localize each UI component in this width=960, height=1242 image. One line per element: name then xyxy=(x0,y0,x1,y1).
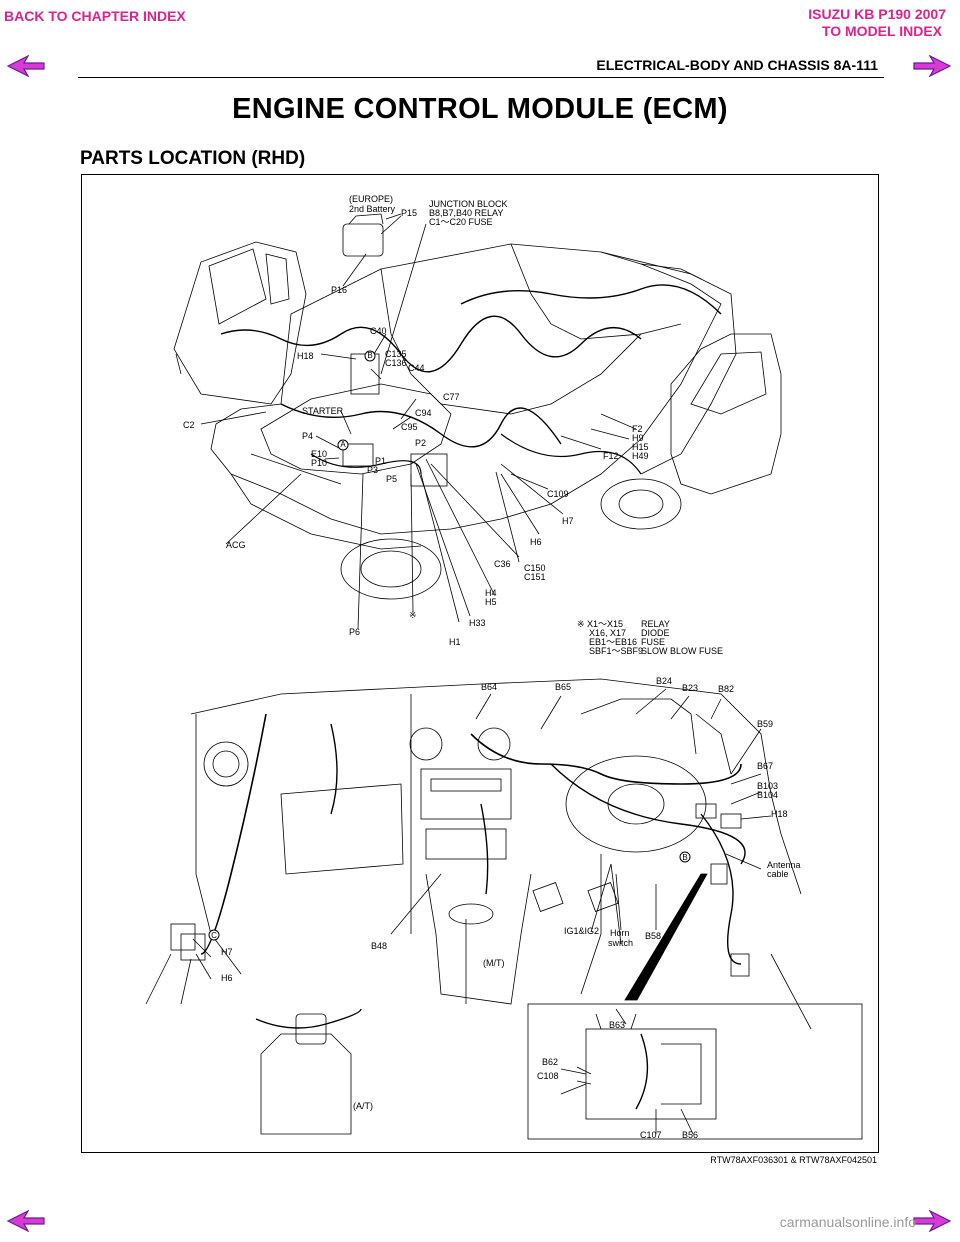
label-c2: C2 xyxy=(183,420,195,430)
label-p6: P6 xyxy=(349,627,361,637)
label-junction-fuses: C1～C20 FUSE xyxy=(429,217,493,227)
header-rule xyxy=(78,77,884,78)
label-b64: B64 xyxy=(481,682,498,692)
parts-location-figure xyxy=(81,174,879,1153)
label-c95: C95 xyxy=(401,422,418,432)
label-ig1-ig2: IG1&IG2 xyxy=(564,926,600,936)
label-h7-vehicle: H7 xyxy=(562,516,574,526)
label-p3: P3 xyxy=(367,465,379,475)
next-page-arrow-icon[interactable] xyxy=(912,55,952,77)
label-p2: P2 xyxy=(415,438,427,448)
label-h6-vehicle: H6 xyxy=(530,537,542,547)
section-heading: PARTS LOCATION (RHD) xyxy=(80,148,306,169)
label-second-battery: 2nd Battery xyxy=(349,204,396,214)
legend-relay: RELAY xyxy=(641,619,670,629)
label-c108: C108 xyxy=(537,1071,559,1081)
marker-a-vehicle: A xyxy=(340,440,346,449)
page-title: ENGINE CONTROL MODULE (ECM) xyxy=(232,93,728,125)
label-b65: B65 xyxy=(555,682,572,692)
label-c107: C107 xyxy=(640,1130,662,1140)
label-junction-block: JUNCTION BLOCK xyxy=(429,199,508,209)
label-p10: P10 xyxy=(311,458,328,468)
label-b62: B62 xyxy=(542,1057,559,1067)
label-p16: P16 xyxy=(331,285,348,295)
label-c40: C40 xyxy=(370,326,387,336)
label-b58: B58 xyxy=(645,931,662,941)
label-b56: B56 xyxy=(682,1130,699,1140)
label-c109: C109 xyxy=(547,489,569,499)
label-e10: E10 xyxy=(311,449,328,459)
previous-page-arrow-icon-bottom[interactable] xyxy=(6,1210,46,1232)
watermark-text: carmanualsonline.info xyxy=(779,1214,916,1230)
label-c150: C150 xyxy=(524,563,546,573)
label-c77: C77 xyxy=(443,392,460,402)
label-acg: ACG xyxy=(226,540,246,550)
label-h18-vehicle: H18 xyxy=(297,351,314,361)
marker-b-vehicle: B xyxy=(367,351,373,360)
label-p1: P1 xyxy=(375,456,387,466)
label-b23: B23 xyxy=(682,683,699,693)
legend-relay-range: ※ X1～X15 xyxy=(577,619,624,629)
label-b48: B48 xyxy=(371,941,388,951)
label-p5: P5 xyxy=(386,474,398,484)
label-europe: (EUROPE) xyxy=(349,194,394,204)
label-h15: H15 xyxy=(632,442,649,452)
label-h7-dash: H7 xyxy=(221,947,233,957)
previous-page-arrow-icon[interactable] xyxy=(6,55,46,77)
back-to-model-index-link[interactable]: TO MODEL INDEX xyxy=(821,23,942,39)
marker-c-dash: C xyxy=(211,931,217,940)
label-c136: C136 xyxy=(385,358,407,368)
legend-sbf-range: SBF1～SBF9 xyxy=(589,646,644,656)
label-b63: B63 xyxy=(609,1020,626,1030)
label-h5: H5 xyxy=(485,597,497,607)
label-c94: C94 xyxy=(415,408,432,418)
marker-b-dash: B xyxy=(682,853,688,862)
legend-diode-range: X16, X17 xyxy=(589,628,627,638)
label-h1: H1 xyxy=(449,637,461,647)
label-h49: H49 xyxy=(632,451,649,461)
label-horn-switch: switch xyxy=(608,938,634,948)
label-junction-relays: B8,B7,B40 RELAY xyxy=(429,208,504,218)
label-h6-dash: H6 xyxy=(221,973,233,983)
label-starter: STARTER xyxy=(302,406,344,416)
label-note-mark: ※ xyxy=(409,610,417,620)
label-antenna: Antenna xyxy=(767,860,801,870)
label-b103: B103 xyxy=(757,781,779,791)
label-b24: B24 xyxy=(656,676,673,686)
label-h4: H4 xyxy=(485,588,497,598)
header-section-title: ELECTRICAL-BODY AND CHASSIS 8A-111 xyxy=(596,57,878,73)
label-b67: B67 xyxy=(757,761,774,771)
label-mt: (M/T) xyxy=(483,958,505,968)
model-title-link[interactable]: ISUZU KB P190 2007 xyxy=(808,6,946,22)
label-b104: B104 xyxy=(757,790,779,800)
label-h33: H33 xyxy=(469,618,486,628)
label-c151: C151 xyxy=(524,572,546,582)
legend-diode: DIODE xyxy=(641,628,670,638)
label-f2: F2 xyxy=(632,424,643,434)
figure-reference-code: RTW78AXF036301 & RTW78AXF042501 xyxy=(710,1155,877,1165)
legend-fuse-range: EB1～EB16 xyxy=(589,637,638,647)
label-h9: H9 xyxy=(632,433,644,443)
label-p15: P15 xyxy=(401,208,418,218)
label-c135: C135 xyxy=(385,349,407,359)
label-at: (A/T) xyxy=(353,1101,373,1111)
label-b59: B59 xyxy=(757,719,774,729)
legend-fuse: FUSE xyxy=(641,637,666,647)
wiring-diagram-illustration xyxy=(145,213,863,1140)
label-b82: B82 xyxy=(718,684,735,694)
next-page-arrow-icon-bottom[interactable] xyxy=(912,1210,952,1232)
label-horn: Horn xyxy=(610,928,630,938)
label-antenna-cable: cable xyxy=(767,869,789,879)
label-h18-dash: H18 xyxy=(771,809,788,819)
back-to-chapter-index-link[interactable]: BACK TO CHAPTER INDEX xyxy=(4,8,186,24)
label-f12: F12 xyxy=(603,451,619,461)
legend-slow-blow-fuse: SLOW BLOW FUSE xyxy=(641,646,724,656)
label-p4: P4 xyxy=(302,431,314,441)
label-c44: C44 xyxy=(408,363,425,373)
label-c36: C36 xyxy=(494,559,511,569)
